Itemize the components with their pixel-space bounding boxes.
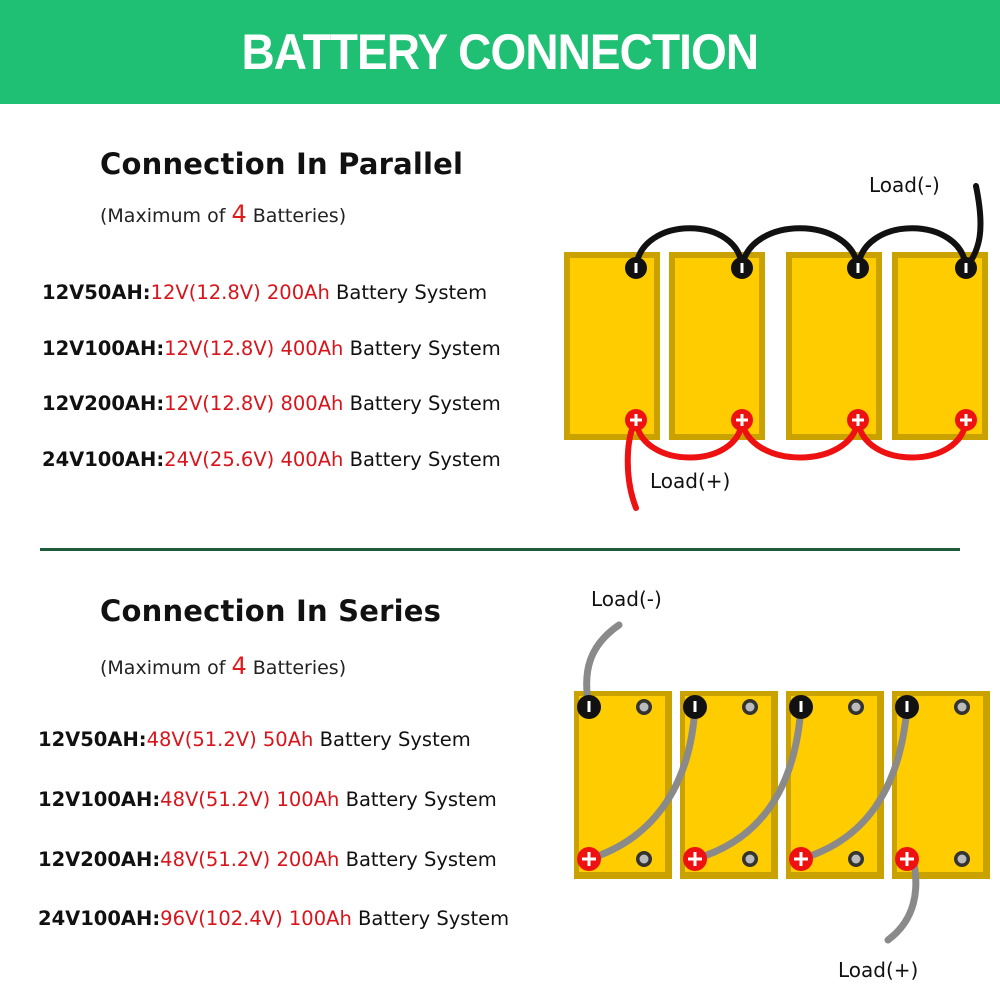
series-section-title: Connection In Series — [100, 594, 442, 628]
battery-model: 12V200AH: — [42, 392, 165, 415]
positive-terminals — [577, 847, 919, 871]
bolt-icon — [848, 851, 864, 867]
system-spec: 48V(51.2V) 100Ah — [160, 788, 340, 811]
negative-terminal-icon — [847, 257, 869, 279]
parallel-load-negative-label: Load(-) — [869, 173, 940, 197]
bolt-icon — [742, 699, 758, 715]
section-divider — [40, 548, 960, 551]
positive-terminal-icon — [789, 847, 813, 871]
spec-suffix: Battery System — [319, 728, 471, 751]
subtitle-suffix: Batteries) — [252, 657, 347, 679]
positive-terminal-icon — [895, 847, 919, 871]
subtitle-prefix: (Maximum of — [100, 205, 226, 227]
parallel-spec-row: 24V100AH:24V(25.6V) 400Ah Battery System — [42, 448, 501, 471]
battery — [892, 691, 990, 879]
spec-suffix: Battery System — [349, 337, 501, 360]
system-spec: 48V(51.2V) 200Ah — [160, 848, 340, 871]
system-spec: 24V(25.6V) 400Ah — [164, 448, 344, 471]
spec-suffix: Battery System — [349, 392, 501, 415]
positive-terminal-icon — [731, 409, 753, 431]
spec-suffix: Battery System — [345, 788, 497, 811]
battery — [564, 252, 660, 440]
negative-terminal-icon — [683, 695, 707, 719]
parallel-diagram: Load(-) Load(+) — [564, 173, 988, 511]
parallel-batteries — [564, 252, 988, 440]
positive-terminal-icon — [577, 847, 601, 871]
max-battery-count: 4 — [231, 652, 247, 680]
negative-terminals — [577, 695, 919, 719]
subtitle-prefix: (Maximum of — [100, 657, 226, 679]
series-load-negative-label: Load(-) — [591, 587, 662, 611]
system-spec: 12V(12.8V) 200Ah — [150, 281, 330, 304]
series-spec-row: 12V100AH:48V(51.2V) 100Ah Battery System — [38, 788, 497, 811]
max-battery-count: 4 — [231, 200, 247, 228]
positive-terminal-icon — [847, 409, 869, 431]
header-banner: BATTERY CONNECTION — [0, 0, 1000, 104]
system-spec: 96V(102.4V) 100Ah — [160, 907, 352, 930]
series-spec-row: 12V200AH:48V(51.2V) 200Ah Battery System — [38, 848, 497, 871]
battery-model: 12V50AH: — [42, 281, 151, 304]
parallel-spec-row: 12V200AH:12V(12.8V) 800Ah Battery System — [42, 392, 501, 415]
parallel-load-positive-label: Load(+) — [650, 469, 730, 493]
bolt-icon — [636, 851, 652, 867]
spec-suffix: Battery System — [349, 448, 501, 471]
battery-model: 24V100AH: — [42, 448, 165, 471]
parallel-spec-row: 12V50AH:12V(12.8V) 200Ah Battery System — [42, 281, 487, 304]
positive-terminals — [625, 409, 977, 431]
battery — [892, 252, 988, 440]
parallel-section-title: Connection In Parallel — [100, 147, 464, 181]
bolt-icon — [636, 699, 652, 715]
battery-model: 12V100AH: — [42, 337, 165, 360]
negative-terminal-icon — [895, 695, 919, 719]
negative-terminals — [625, 257, 977, 279]
positive-terminal-icon — [683, 847, 707, 871]
positive-terminal-icon — [625, 409, 647, 431]
positive-terminal-icon — [955, 409, 977, 431]
system-spec: 12V(12.8V) 800Ah — [164, 392, 344, 415]
series-load-positive-label: Load(+) — [838, 958, 918, 982]
battery-model: 12V100AH: — [38, 788, 161, 811]
bolt-icon — [848, 699, 864, 715]
parallel-subtitle: (Maximum of 4 Batteries) — [100, 200, 346, 228]
system-spec: 12V(12.8V) 400Ah — [164, 337, 344, 360]
series-subtitle: (Maximum of 4 Batteries) — [100, 652, 346, 680]
negative-terminal-icon — [789, 695, 813, 719]
battery-model: 24V100AH: — [38, 907, 161, 930]
page-title: BATTERY CONNECTION — [241, 24, 760, 80]
battery — [786, 252, 882, 440]
spec-suffix: Battery System — [345, 848, 497, 871]
system-spec: 48V(51.2V) 50Ah — [146, 728, 314, 751]
spec-suffix: Battery System — [336, 281, 488, 304]
bolt-icon — [954, 699, 970, 715]
negative-terminal-icon — [731, 257, 753, 279]
parallel-spec-row: 12V100AH:12V(12.8V) 400Ah Battery System — [42, 337, 501, 360]
negative-terminal-icon — [955, 257, 977, 279]
series-spec-row: 12V50AH:48V(51.2V) 50Ah Battery System — [38, 728, 471, 751]
bolt-icon — [742, 851, 758, 867]
negative-terminal-icon — [577, 695, 601, 719]
battery-model: 12V50AH: — [38, 728, 147, 751]
battery — [669, 252, 765, 440]
negative-terminal-icon — [625, 257, 647, 279]
series-spec-row: 24V100AH:96V(102.4V) 100Ah Battery Syste… — [38, 907, 509, 930]
bolt-icon — [954, 851, 970, 867]
spec-suffix: Battery System — [358, 907, 510, 930]
battery-model: 12V200AH: — [38, 848, 161, 871]
subtitle-suffix: Batteries) — [252, 205, 347, 227]
